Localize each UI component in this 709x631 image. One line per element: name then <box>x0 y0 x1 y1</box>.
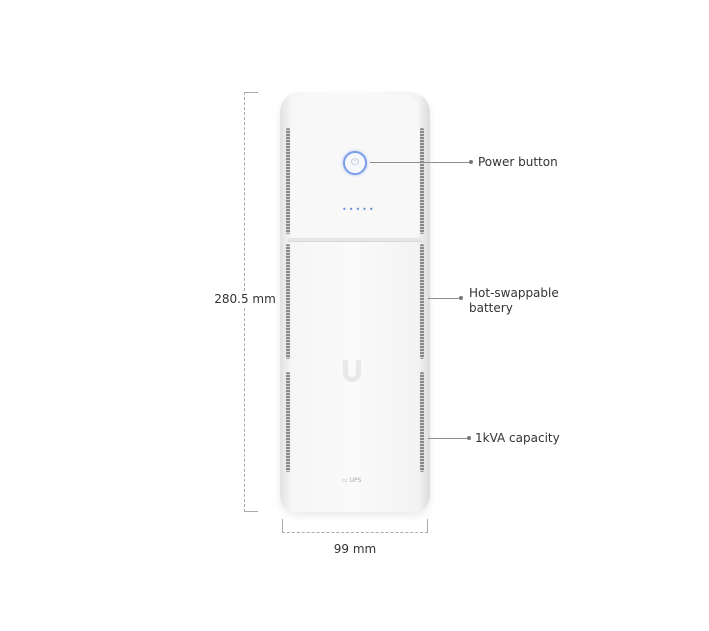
height-dimension-tick-top <box>244 92 258 93</box>
battery-callout-dot <box>459 296 463 300</box>
ubiquiti-logo-icon <box>343 360 361 382</box>
power-callout-label: Power button <box>478 155 558 169</box>
vent-left-top <box>286 128 290 234</box>
vent-right-top <box>420 128 424 234</box>
capacity-callout-label: 1kVA capacity <box>475 431 560 445</box>
brand-text: UPS <box>349 477 362 484</box>
vent-left-mid <box>286 244 290 359</box>
status-leds: ••••• <box>342 205 376 214</box>
width-dimension-tick-left <box>282 519 283 533</box>
width-dimension-line <box>282 532 428 533</box>
power-callout-line <box>370 162 470 163</box>
battery-seam <box>288 238 422 242</box>
height-dimension-label: 280.5 mm <box>214 292 276 307</box>
power-callout-dot <box>469 160 473 164</box>
width-dimension-label: 99 mm <box>333 542 377 556</box>
capacity-callout-line <box>428 438 468 439</box>
capacity-callout-dot <box>467 436 471 440</box>
width-dimension-tick-right <box>427 519 428 533</box>
power-button[interactable]: ⏻ <box>343 151 367 175</box>
height-dimension-tick-bottom <box>244 511 258 512</box>
vent-right-mid <box>420 244 424 359</box>
ups-device: ⏻ ••••• ▭ UPS <box>280 92 430 512</box>
vent-left-bottom <box>286 372 290 472</box>
vent-right-bottom <box>420 372 424 472</box>
battery-callout-line <box>428 298 460 299</box>
power-icon: ⏻ <box>351 157 359 168</box>
battery-callout-label: Hot-swappable battery <box>469 286 559 315</box>
brand-mark: ▭ UPS <box>342 477 362 484</box>
